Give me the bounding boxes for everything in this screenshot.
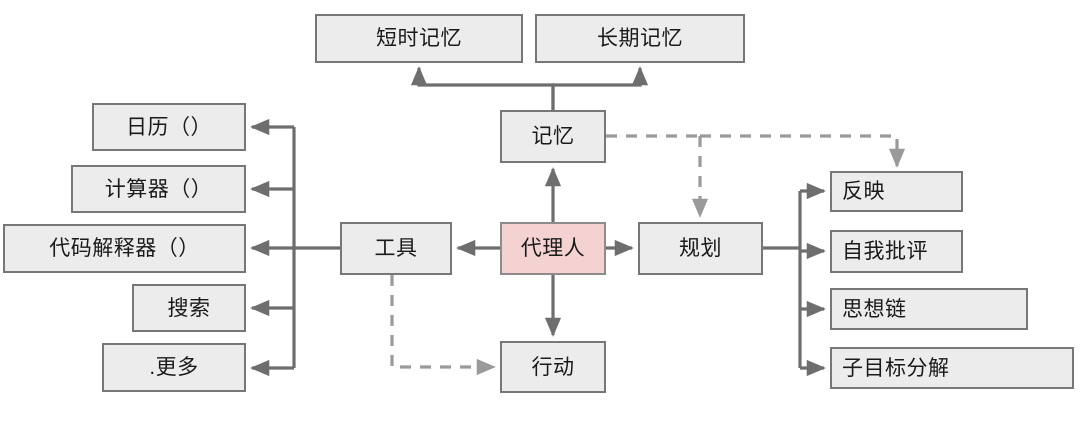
node-calendar[interactable]: 日历（）: [92, 103, 246, 151]
edge-memory-to-long-term-memory: [551, 66, 649, 110]
node-chain-of-thought[interactable]: 思想链: [830, 288, 1028, 330]
node-subgoal-decomposition[interactable]: 子目标分解: [830, 347, 1074, 389]
node-code-interpreter[interactable]: 代码解释器（）: [3, 224, 246, 273]
node-action[interactable]: 行动: [500, 341, 606, 393]
node-short-term-memory[interactable]: 短时记忆: [315, 14, 523, 63]
node-search[interactable]: 搜索: [132, 284, 246, 332]
node-long-term-memory[interactable]: 长期记忆: [535, 14, 745, 63]
node-short-term-memory-label: 短时记忆: [376, 27, 462, 50]
node-code-interpreter-label: 代码解释器（）: [49, 237, 200, 260]
node-memory[interactable]: 记忆: [500, 110, 606, 163]
node-search-label: 搜索: [167, 296, 211, 320]
node-calendar-label: 日历（）: [126, 115, 212, 139]
node-reflection-label: 反映: [842, 180, 885, 203]
node-agent-label: 代理人: [520, 237, 586, 260]
node-calculator-label: 计算器（）: [104, 177, 213, 201]
edge-memory-to-reflection-dashed: [700, 134, 906, 168]
node-planning[interactable]: 规划: [638, 222, 763, 275]
node-more[interactable]: .更多: [102, 343, 246, 392]
node-memory-label: 记忆: [531, 125, 575, 148]
node-subgoal-decomposition-label: 子目标分解: [842, 356, 950, 380]
node-tools-label: 工具: [374, 237, 418, 260]
node-long-term-memory-label: 长期记忆: [597, 27, 683, 50]
node-self-critique[interactable]: 自我批评: [830, 230, 963, 273]
node-chain-of-thought-label: 思想链: [842, 297, 907, 321]
node-calculator[interactable]: 计算器（）: [71, 165, 246, 213]
node-tools[interactable]: 工具: [340, 222, 452, 275]
node-reflection[interactable]: 反映: [830, 171, 963, 212]
node-planning-label: 规划: [679, 237, 722, 260]
node-more-label: .更多: [149, 356, 199, 379]
edge-memory-to-short-term-memory: [410, 66, 555, 110]
node-self-critique-label: 自我批评: [842, 240, 928, 263]
node-agent[interactable]: 代理人: [500, 222, 606, 275]
edge-tools-to-action-dashed: [390, 275, 496, 376]
node-action-label: 行动: [531, 355, 575, 379]
